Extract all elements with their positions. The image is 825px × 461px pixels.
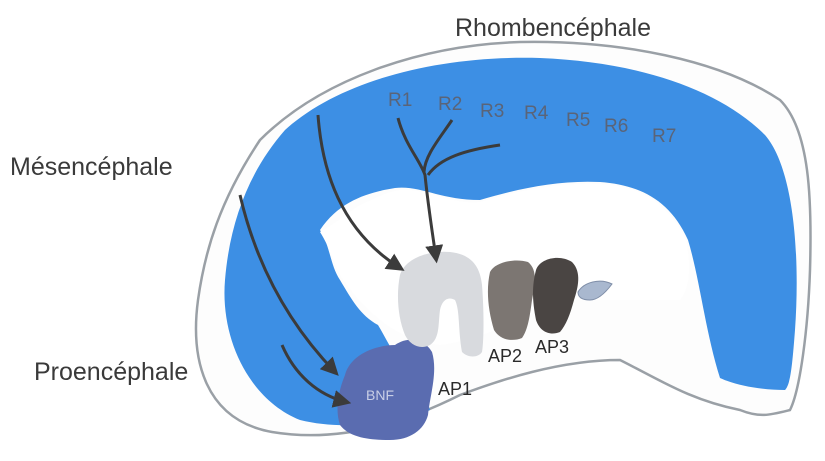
segment-r3-label: R3	[480, 101, 504, 122]
segment-r2-label: R2	[438, 94, 462, 115]
ap2-label: AP2	[488, 346, 522, 366]
segment-r6-label: R6	[604, 116, 628, 137]
mesencephale-label: Mésencéphale	[10, 153, 173, 181]
ap3-label: AP3	[535, 337, 569, 357]
bnf-label: BNF	[366, 387, 394, 403]
segment-r5-label: R5	[566, 110, 590, 131]
proencephale-label: Proencéphale	[34, 358, 188, 386]
segment-r1-label: R1	[388, 90, 412, 111]
rhombencephale-label: Rhombencéphale	[455, 14, 651, 42]
segment-r4-label: R4	[524, 103, 549, 124]
segment-r7-label: R7	[652, 126, 676, 147]
ap1-label: AP1	[438, 379, 472, 399]
